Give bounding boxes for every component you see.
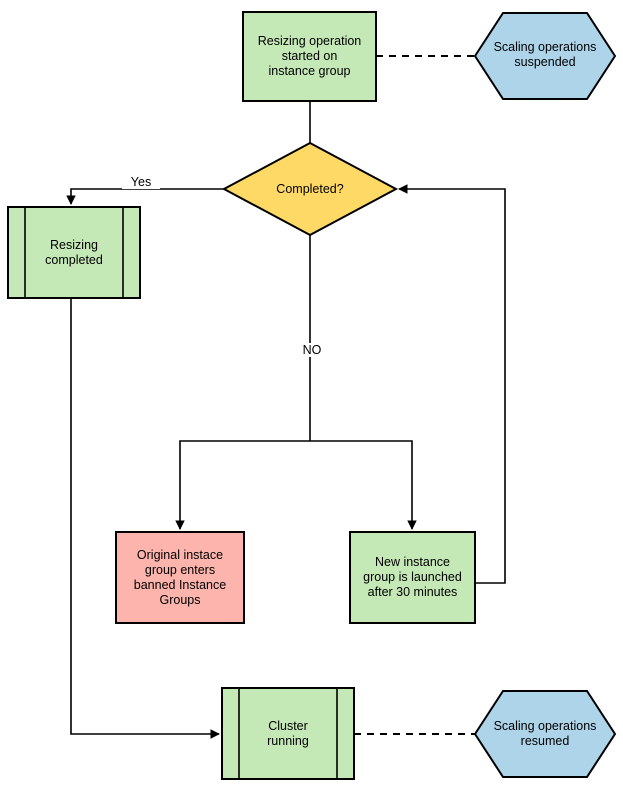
node-layer: [7, 11, 617, 780]
edge-decision-yes: [66, 188, 224, 205]
node-completed-decision[interactable]: [221, 141, 399, 237]
node-resizing-started[interactable]: [242, 11, 377, 102]
edge-no-to-banned: [175, 440, 310, 530]
edge-no-to-new-group: [310, 440, 417, 530]
node-resizing-completed[interactable]: [7, 206, 141, 299]
node-scaling-suspended[interactable]: [473, 12, 617, 100]
edge-completed-to-cluster: [70, 298, 220, 739]
node-cluster-running[interactable]: [221, 687, 355, 780]
edge-label-no: NO: [295, 343, 329, 357]
edge-label-yes: Yes: [122, 175, 160, 189]
edge-layer: [66, 55, 506, 739]
node-scaling-resumed[interactable]: [473, 690, 617, 778]
node-original-group-banned[interactable]: [115, 531, 245, 624]
edge-new-group-retry: [398, 184, 506, 584]
node-new-group-launched[interactable]: [349, 531, 476, 624]
